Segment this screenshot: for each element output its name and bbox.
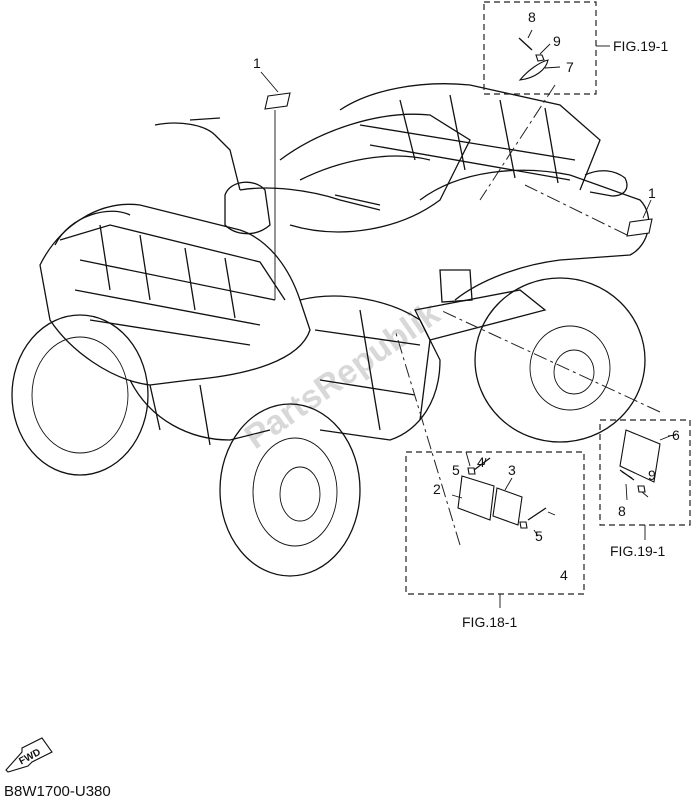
fig19-top-parts (479, 29, 561, 201)
callout-9-top: 9 (553, 33, 561, 49)
fig19-top-box (483, 1, 597, 95)
callout-7: 7 (566, 59, 574, 75)
callout-8-right: 8 (618, 503, 626, 519)
callout-9-right: 9 (648, 467, 656, 483)
fig18-parts (394, 329, 556, 546)
diagram-code: B8W1700-U380 (4, 783, 111, 800)
atv-illustration (11, 83, 650, 577)
fig19-right-reference[interactable]: FIG.19-1 (610, 543, 665, 559)
callout-1-front: 1 (253, 55, 261, 71)
callout-4-top: 4 (477, 454, 485, 470)
callout-1-rear: 1 (648, 185, 656, 201)
fig19-top-reference[interactable]: FIG.19-1 (613, 38, 668, 54)
label-part-1-rear (524, 184, 653, 237)
callout-4-right: 4 (560, 567, 568, 583)
fwd-arrow-icon (5, 737, 53, 773)
callout-8-top: 8 (528, 9, 536, 25)
callout-2: 2 (433, 481, 441, 497)
callout-3: 3 (508, 462, 516, 478)
callout-6: 6 (672, 427, 680, 443)
fig18-reference[interactable]: FIG.18-1 (462, 614, 517, 630)
callout-5-right: 5 (535, 528, 543, 544)
label-part-1-front (260, 71, 291, 300)
fig18-box (405, 451, 585, 595)
fig19-right-parts (439, 309, 677, 501)
callout-5-top: 5 (452, 462, 460, 478)
